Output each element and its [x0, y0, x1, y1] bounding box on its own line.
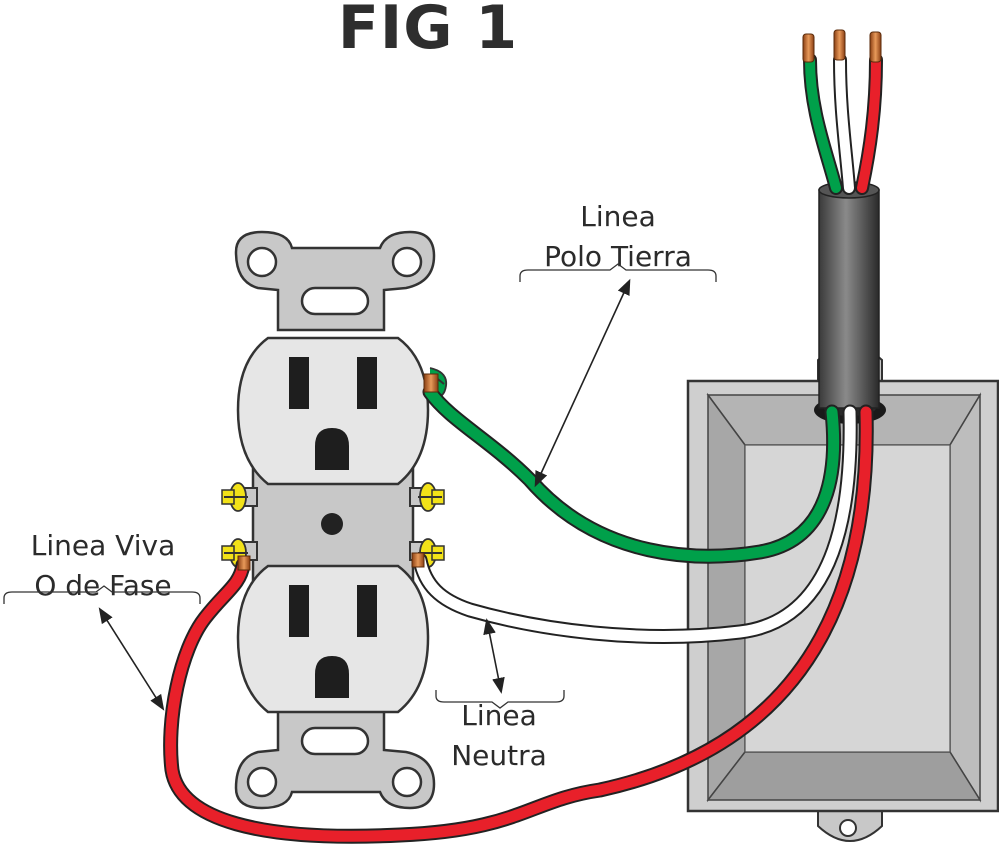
green-wire-top	[805, 55, 841, 193]
arrow-ground	[534, 278, 631, 488]
red-wire-top	[857, 55, 881, 193]
label-live-line2: O de Fase	[34, 569, 171, 602]
label-ground: Linea Polo Tierra	[519, 200, 717, 488]
copper-tip	[869, 31, 882, 63]
silver-screw	[418, 482, 445, 512]
copper-tip	[802, 33, 815, 63]
label-ground-line1: Linea	[580, 200, 656, 233]
label-neutral-line1: Linea	[461, 699, 537, 732]
label-live-line1: Linea Viva	[31, 529, 175, 562]
cable-sheath	[818, 181, 880, 416]
copper-tip	[423, 373, 439, 393]
copper-tip	[237, 555, 251, 571]
arrow-live	[98, 607, 165, 711]
label-ground-line2: Polo Tierra	[544, 240, 692, 273]
lower-receptacle	[236, 564, 430, 714]
live-wire	[165, 406, 872, 842]
label-live: Linea Viva O de Fase	[3, 529, 201, 711]
upper-slot-right	[357, 357, 377, 409]
ground-wire	[424, 386, 840, 562]
copper-tip	[411, 552, 425, 568]
duplex-outlet	[221, 230, 448, 810]
lower-ground-hole	[315, 656, 349, 698]
brace-ground	[519, 263, 717, 282]
neutral-wire	[414, 406, 856, 642]
white-wire-top	[835, 55, 854, 193]
upper-ground-hole	[315, 428, 349, 470]
center-screw-hole	[321, 513, 343, 535]
lower-slot-right	[357, 585, 377, 637]
figure-title: FIG 1	[338, 0, 518, 63]
cable-wires-top	[802, 29, 883, 195]
lower-slot-left	[289, 585, 309, 637]
brace-live	[3, 585, 201, 604]
copper-tip	[833, 29, 846, 61]
brass-screw	[221, 482, 248, 512]
brace-neutral	[435, 690, 565, 709]
label-neutral: Linea Neutra	[435, 618, 565, 772]
arrow-neutral	[483, 618, 505, 694]
upper-slot-left	[289, 357, 309, 409]
label-neutral-line2: Neutra	[451, 739, 547, 772]
